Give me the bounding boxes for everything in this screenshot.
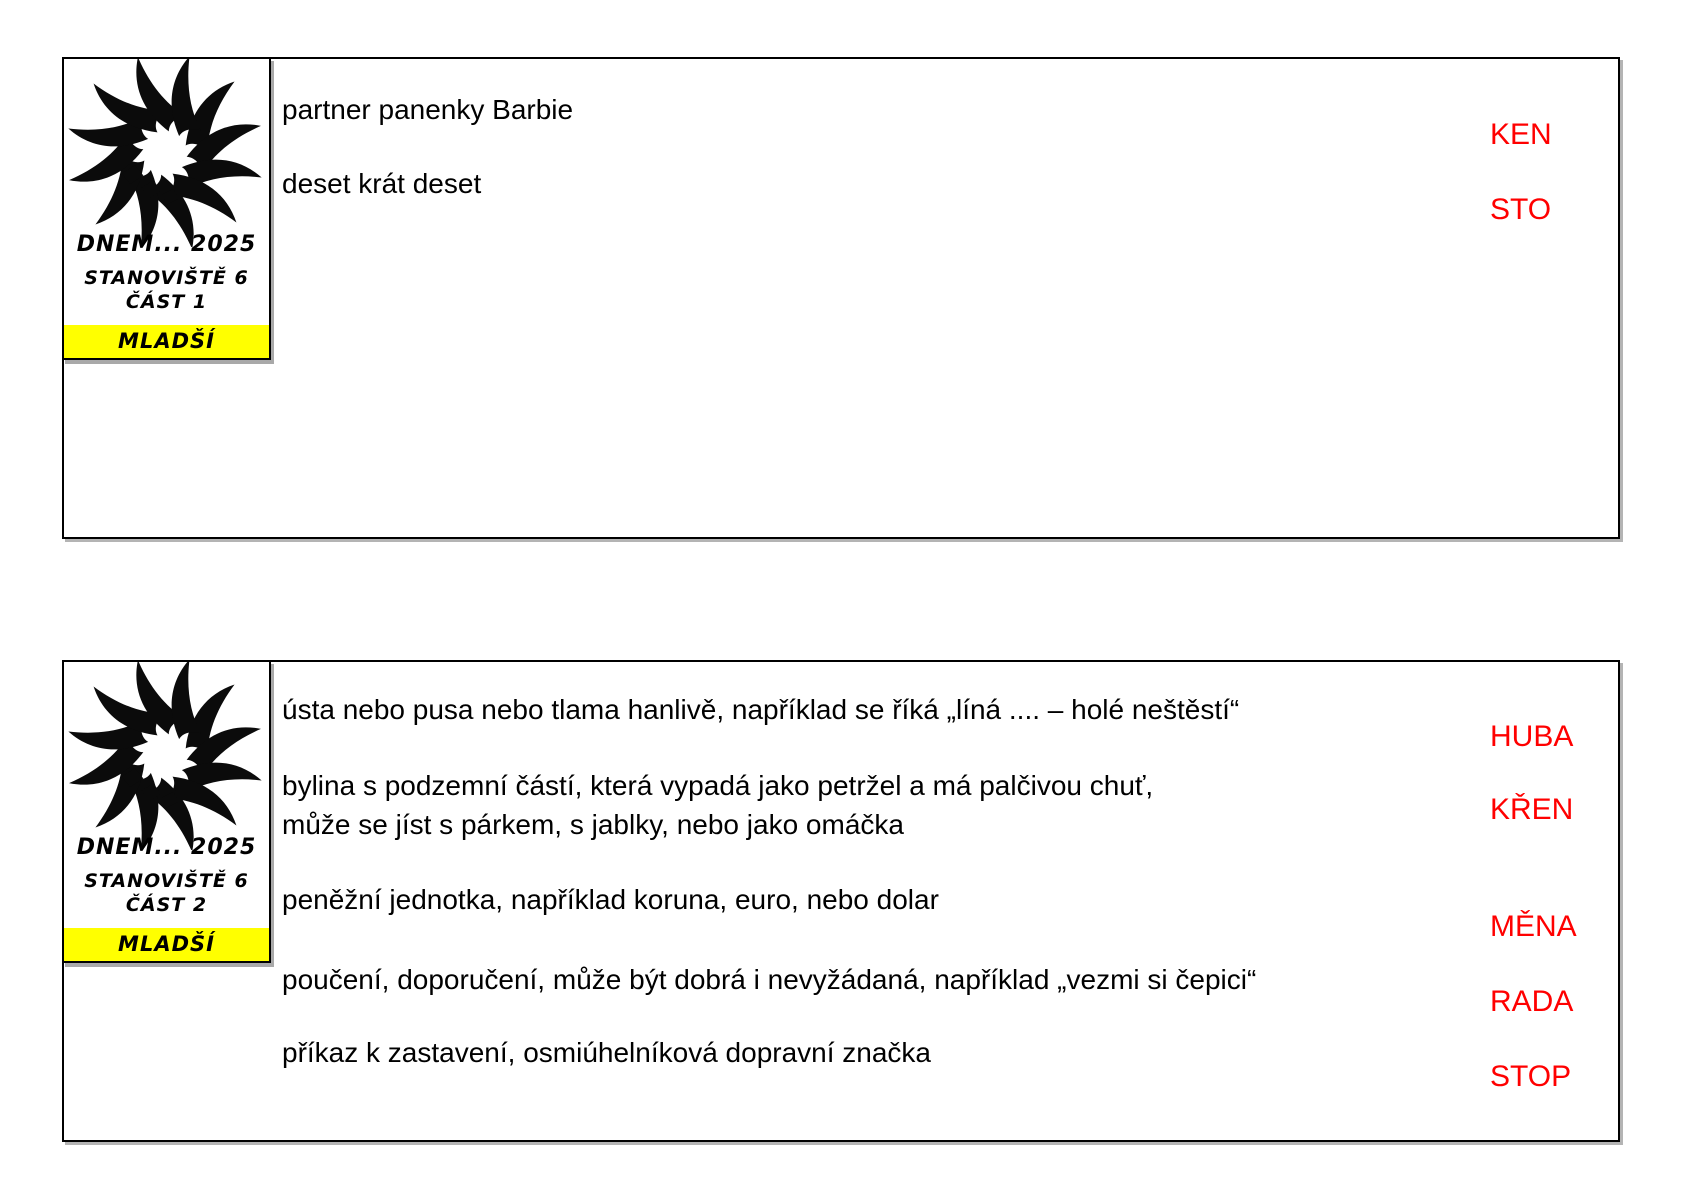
badge-event-label: DNEM... 2025: [76, 835, 257, 860]
badge-category-highlight: MLADŠÍ: [64, 325, 269, 358]
station-badge: DNEM... 2025 STANOVIŠTĚ 6 ČÁST 1 MLADŠÍ: [62, 57, 271, 360]
station-badge: DNEM... 2025 STANOVIŠTĚ 6 ČÁST 2 MLADŠÍ: [62, 660, 271, 963]
card2-answer-1: HUBA: [1490, 720, 1574, 753]
card2-answer-5: STOP: [1490, 1060, 1572, 1093]
card2-clue-3: peněžní jednotka, například koruna, euro…: [282, 884, 939, 915]
card2-answer-2: KŘEN: [1490, 793, 1574, 826]
badge-station-label: STANOVIŠTĚ 6: [84, 870, 249, 892]
card1-clue-2: deset krát deset: [282, 168, 482, 199]
card2-clue-5: příkaz k zastavení, osmiúhelníková dopra…: [282, 1037, 932, 1068]
badge-category-highlight: MLADŠÍ: [64, 928, 269, 961]
vortex-logo-icon: [68, 662, 262, 850]
card2-clue-1: ústa nebo pusa nebo tlama hanlivě, napří…: [282, 694, 1240, 725]
vortex-logo-icon: [68, 59, 262, 247]
card2-answer-3: MĚNA: [1490, 910, 1577, 943]
card1-clue-1: partner panenky Barbie: [282, 94, 574, 125]
badge-station-label: STANOVIŠTĚ 6: [84, 267, 249, 289]
badge-part-label: ČÁST 1: [125, 291, 208, 313]
card1-answer-2: STO: [1490, 193, 1552, 226]
quiz-card-part1: DNEM... 2025 STANOVIŠTĚ 6 ČÁST 1 MLADŠÍ …: [62, 57, 1620, 539]
card2-answer-4: RADA: [1490, 985, 1574, 1018]
badge-part-label: ČÁST 2: [125, 894, 208, 916]
card1-answer-1: KEN: [1490, 118, 1552, 151]
card2-clue-2: bylina s podzemní částí, která vypadá ja…: [282, 770, 1154, 840]
badge-event-label: DNEM... 2025: [76, 232, 257, 257]
card2-clue-4: poučení, doporučení, může být dobrá i ne…: [282, 964, 1257, 995]
quiz-card-part2: DNEM... 2025 STANOVIŠTĚ 6 ČÁST 2 MLADŠÍ …: [62, 660, 1620, 1142]
